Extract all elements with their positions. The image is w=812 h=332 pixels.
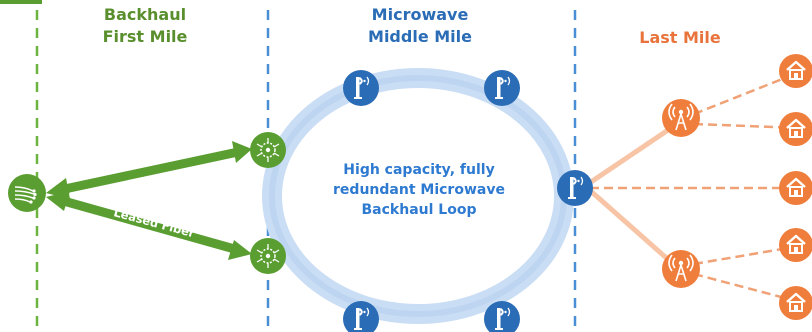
- fiber-arrow-bottom: [46, 191, 252, 260]
- header-microwave: Microwave: [371, 5, 469, 24]
- header-middle-mile: Middle Mile: [368, 27, 472, 46]
- fiber-source: [8, 174, 46, 212]
- tower-bottom-left: [343, 301, 379, 332]
- cell-tower-top: [662, 99, 700, 137]
- home-5: [779, 286, 812, 320]
- header-backhaul: Backhaul: [103, 5, 187, 24]
- loop-description-line-3: Backhaul Loop: [361, 202, 477, 218]
- header-last-mile: Last Mile: [639, 28, 721, 47]
- loop-description-line-1: High capacity, fully: [343, 162, 495, 178]
- switch-top: [250, 132, 286, 168]
- cell-tower-bottom: [662, 250, 700, 288]
- switch-bottom: [250, 238, 286, 274]
- home-3: [779, 171, 812, 205]
- loop-description: High capacity, fully redundant Microwave…: [316, 160, 522, 220]
- home-2: [779, 112, 812, 146]
- header-first-mile: First Mile: [102, 27, 188, 46]
- home-4: [779, 228, 812, 262]
- tower-top-right: [484, 70, 520, 106]
- home-1: [779, 54, 812, 88]
- fiber-arrow-top: [46, 141, 252, 199]
- loop-description-line-2: redundant Microwave: [333, 182, 505, 198]
- tower-hub: [557, 170, 593, 206]
- tower-bottom-right: [484, 301, 520, 332]
- tower-top-left: [343, 70, 379, 106]
- corner-decoration: [0, 0, 42, 4]
